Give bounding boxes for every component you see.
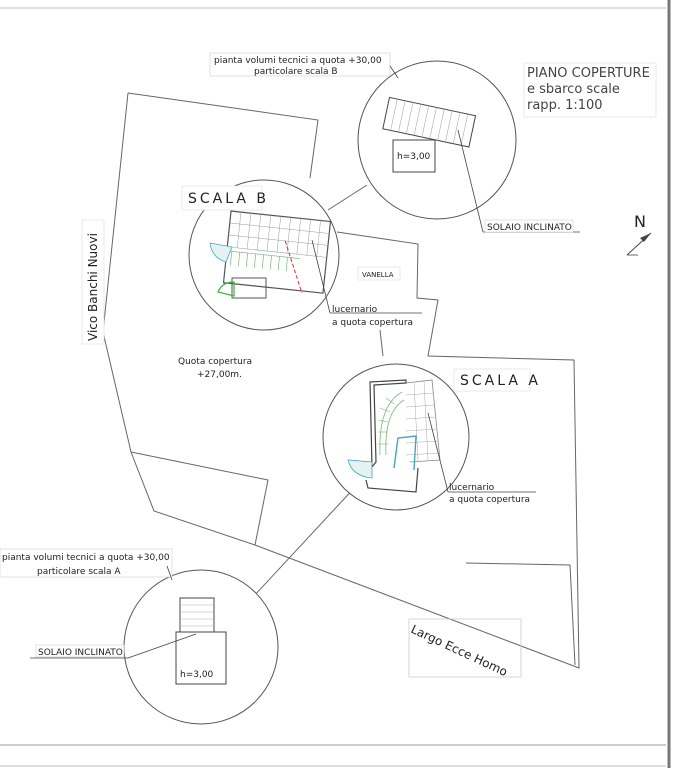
stair-a-plan <box>347 379 441 493</box>
volume-box-top <box>392 139 436 173</box>
scala-a-label: SCALA A <box>460 373 541 389</box>
leader-note-bottom <box>166 565 173 581</box>
height-label-top: h=3,00 <box>397 152 431 162</box>
leader-lucernario-b <box>311 239 331 314</box>
leader-solaio-bottom <box>127 633 197 659</box>
solaio-label-top: SOLAIO INCLINATO <box>487 223 572 233</box>
sheet-title: PIANO COPERTURE <box>527 66 650 81</box>
sheet-scale: rapp. 1:100 <box>527 98 603 113</box>
scala-a-frame <box>453 368 531 392</box>
leader-solaio-top <box>457 129 484 233</box>
quota-line2: +27,00m. <box>197 370 242 380</box>
vico-frame <box>81 219 105 345</box>
height-label-bottom: h=3,00 <box>180 670 214 680</box>
door-arc-b <box>217 281 235 297</box>
leader-note-top <box>389 65 399 79</box>
stair-b-plan <box>222 210 332 294</box>
north-arrow-icon <box>626 232 652 256</box>
vanella-frame <box>357 266 401 281</box>
vanella-label: VANELLA <box>362 271 394 279</box>
landing-b <box>231 277 267 299</box>
lucernario-a-line2: a quota copertura <box>449 495 530 505</box>
vico-label: Vico Banchi Nuovi <box>86 233 100 341</box>
scala-b-frame <box>181 185 263 211</box>
quota-line1: Quota copertura <box>178 357 252 367</box>
street-label-frame <box>408 618 522 678</box>
scala-b-label: SCALA B <box>188 191 269 207</box>
note-bottom-line2: particolare scala A <box>37 567 121 577</box>
building-corner-wall <box>465 562 576 666</box>
note-bottom-frame <box>0 548 173 578</box>
lucernario-a-line1: lucernario <box>449 483 495 493</box>
door-swing-b <box>209 242 233 263</box>
note-top-line1: pianta volumi tecnici a quota +30,00 <box>214 56 382 66</box>
note-top-frame <box>209 52 391 77</box>
note-bottom-line1: pianta volumi tecnici a quota +30,00 <box>2 553 170 563</box>
north-label: N <box>634 212 646 231</box>
leader-lucernario-a <box>427 412 449 493</box>
h-bottom-bg <box>177 662 225 682</box>
solaio-bottom-frame <box>35 644 125 658</box>
vanella-wall <box>379 329 384 357</box>
building-outline <box>102 92 580 669</box>
solaio-label-bottom: SOLAIO INCLINATO <box>38 648 123 658</box>
building-inner-wall <box>130 451 269 546</box>
lucernario-b-line2: a quota copertura <box>332 318 413 328</box>
title-frame <box>523 62 657 118</box>
largo-label: Largo Ecce Homo <box>409 622 510 679</box>
building-outline-north <box>127 92 319 179</box>
sheet-subtitle: e sbarco scale <box>527 82 620 97</box>
connector-scala-a <box>252 484 358 598</box>
stair-volume-bottom <box>179 597 215 637</box>
connector-scala-b <box>327 184 368 211</box>
stair-volume-top <box>382 96 477 148</box>
note-top-line2: particolare scala B <box>254 67 338 77</box>
lucernario-b-line1: lucernario <box>332 305 378 315</box>
solaio-top-frame <box>484 219 574 233</box>
